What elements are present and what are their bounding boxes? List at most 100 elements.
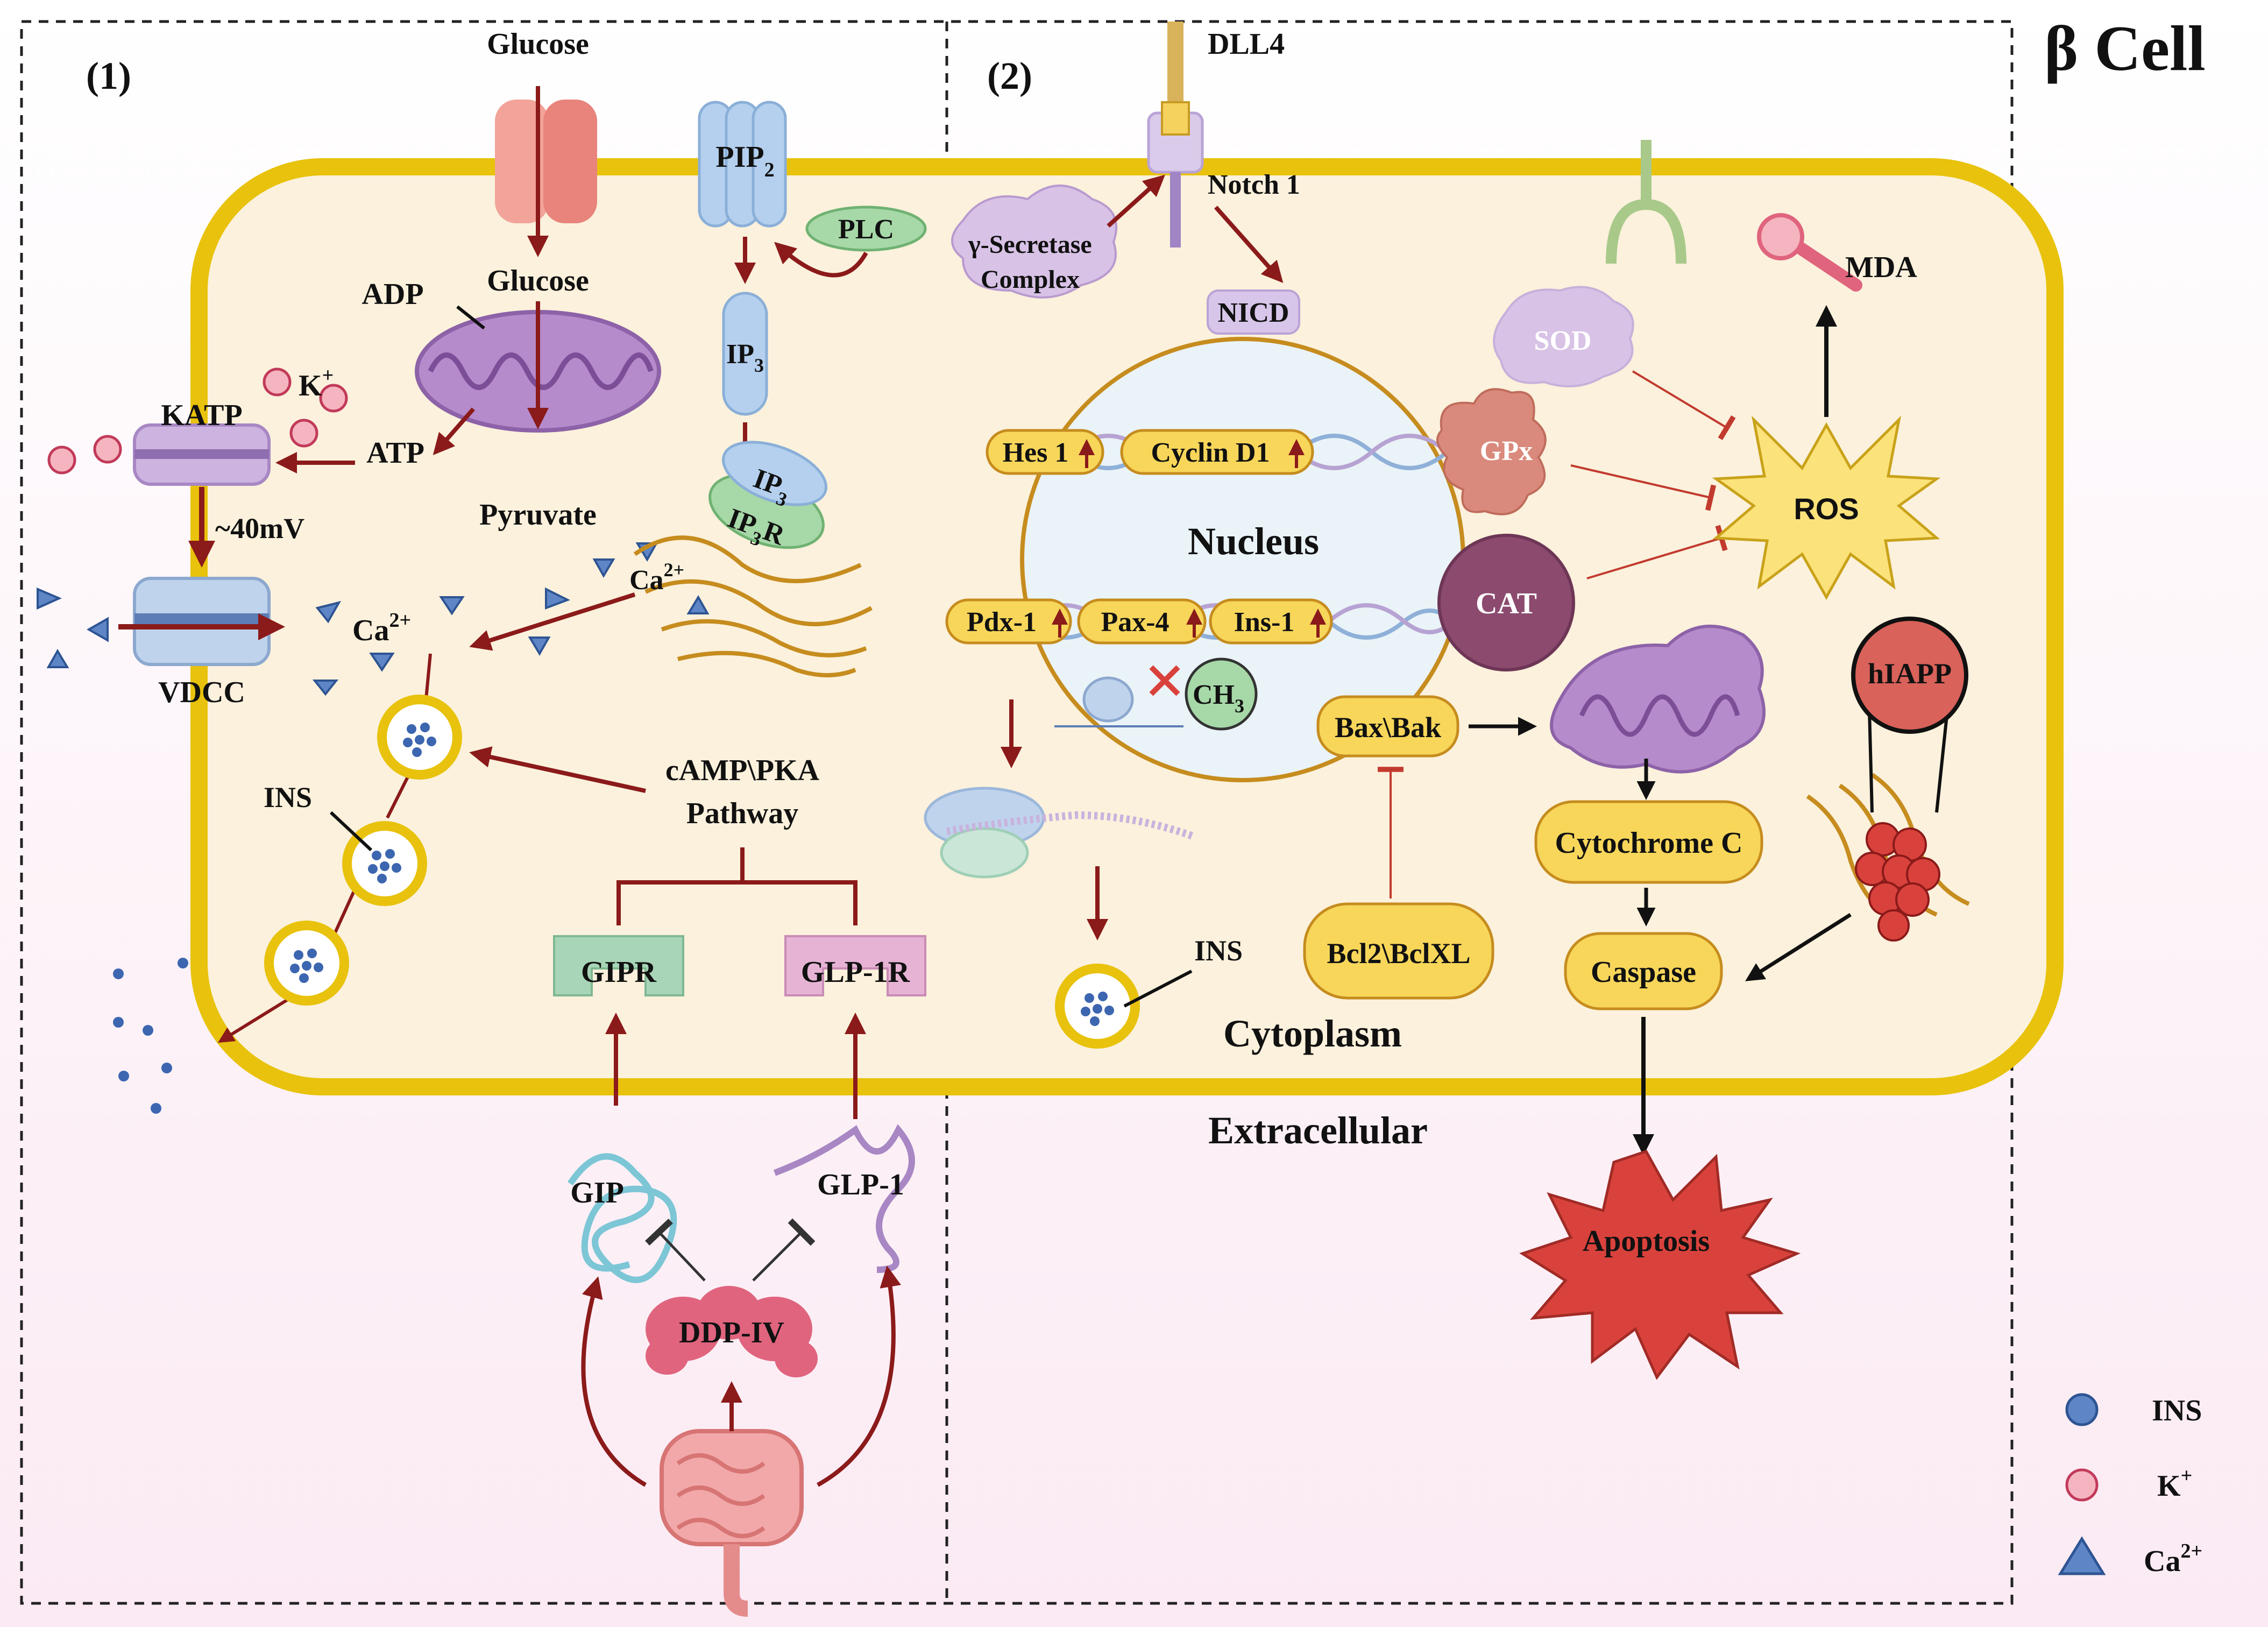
adp-label: ADP	[362, 278, 423, 311]
gipr-label: GIPR	[581, 956, 657, 989]
atp-label: ATP	[366, 436, 424, 470]
legend-ca-label: Ca2+	[2144, 1540, 2202, 1578]
ins-pointer	[329, 811, 373, 852]
svg-text:Ins-1: Ins-1	[1234, 607, 1295, 638]
hiapp-zoom-circle	[1851, 617, 1968, 734]
secretase-label-line2: Complex	[981, 265, 1080, 294]
mito-to-atp-arrow	[433, 407, 476, 456]
ins-label: INS	[264, 781, 312, 814]
sod-inhibits-ros	[1632, 370, 1736, 441]
gene-ins1: Ins-1	[1209, 598, 1333, 645]
gip-peptide-icon	[568, 1153, 677, 1283]
sod-enzyme-icon	[1493, 286, 1634, 387]
nucleosome-icon	[1054, 676, 1183, 727]
bcl-label: Bcl2\BclXL	[1327, 937, 1471, 970]
dppiv-inhibits-glp1	[752, 1218, 816, 1282]
caspase-label: Caspase	[1591, 956, 1696, 989]
mda-molecule-icon	[1757, 213, 1862, 292]
gene-pax4: Pax-4	[1077, 598, 1207, 645]
pip2-receptor	[698, 101, 787, 228]
gpx-enzyme-icon	[1436, 388, 1547, 515]
gipr-receptor	[553, 935, 684, 996]
glp1r-receptor	[784, 935, 926, 996]
sod-label: SOD	[1534, 326, 1592, 356]
hiapp-to-caspase-arrow	[1745, 913, 1852, 981]
plc-to-pip2-arrow	[774, 242, 868, 278]
baxbak-box	[1316, 695, 1459, 758]
baxbak-label: Bax\Bak	[1335, 711, 1441, 744]
extracellular-label: Extracellular	[1208, 1109, 1428, 1152]
secretase-label-line1: γ-Secretase	[968, 230, 1092, 259]
panel-label-left: (1)	[86, 54, 131, 97]
gamma-secretase-icon	[951, 185, 1117, 299]
apoptosis-label: Apoptosis	[1583, 1225, 1710, 1258]
figure-title: β Cell	[2044, 12, 2206, 84]
vdcc-channel	[133, 577, 271, 666]
methyl-group	[1185, 657, 1258, 731]
apoptosis-burst-icon	[1519, 1149, 1801, 1380]
ros-label: ROS	[1794, 492, 1859, 526]
gene-cyclin-d1: Cyclin D1	[1120, 429, 1314, 475]
potassium-label: K+	[299, 364, 334, 402]
glucose-transporter	[495, 86, 597, 257]
intestine-to-glp1-arrow	[817, 1265, 901, 1487]
glp1-peptide-icon	[773, 1124, 915, 1273]
legend-ins-symbol	[2065, 1393, 2099, 1426]
pip2-label: PIP2	[715, 140, 774, 181]
potassium-ions	[47, 367, 348, 475]
svg-text:Hes 1: Hes 1	[1003, 437, 1069, 468]
ins-pointer-panel2	[1123, 970, 1193, 1008]
katp-label: KATP	[161, 399, 242, 432]
insulin-vesicle	[264, 921, 349, 1006]
plc-label: PLC	[838, 214, 894, 245]
gene-hes1: Hes 1	[986, 429, 1104, 475]
camp-to-vesicle-arrow	[469, 746, 646, 793]
inhibition-cross-icon	[1149, 665, 1180, 696]
endoplasmic-reticulum-icon	[633, 535, 873, 677]
legend-k-symbol	[2065, 1468, 2099, 1502]
released-insulin	[113, 958, 188, 1114]
ip3-bound	[721, 441, 828, 506]
glp1r-label: GLP-1R	[801, 956, 910, 989]
cat-inhibits-ros	[1586, 525, 1728, 579]
glp1-label: GLP-1	[817, 1168, 904, 1201]
camp-pka-label-line1: cAMP\PKA	[665, 754, 820, 787]
cytochrome-c-box	[1534, 800, 1763, 884]
legend-ca-symbol	[2058, 1536, 2106, 1575]
dppiv-label: DDP-IV	[679, 1316, 784, 1349]
notch1-receptor	[1147, 22, 1204, 247]
vdcc-label: VDCC	[158, 676, 245, 709]
cat-label: CAT	[1476, 587, 1537, 620]
gpx-inhibits-ros	[1570, 464, 1717, 511]
dppiv-enzyme-icon	[646, 1286, 818, 1377]
nucleus-label: Nucleus	[1188, 520, 1319, 563]
cat-enzyme-icon	[1437, 534, 1575, 671]
svg-text:Pdx-1: Pdx-1	[967, 607, 1037, 638]
hiapp-label: hIAPP	[1868, 657, 1952, 690]
svg-text:Cyclin D1: Cyclin D1	[1151, 437, 1270, 468]
vesicle-path	[221, 653, 432, 1041]
legend: INS K+ Ca2+	[2058, 1393, 2202, 1578]
ch3-label: CH3	[1193, 680, 1244, 717]
legend-ins-label: INS	[2152, 1394, 2202, 1427]
svg-text:Pax-4: Pax-4	[1101, 607, 1169, 638]
cytoplasm-label: Cytoplasm	[1223, 1012, 1402, 1055]
insulin-vesicle	[377, 695, 462, 780]
er-calcium-label: Ca2+	[629, 559, 684, 596]
glucose-inside-label: Glucose	[487, 264, 589, 298]
intestine-icon	[660, 1429, 804, 1617]
damaged-mitochondrion-icon	[1550, 625, 1766, 774]
dll4-label: DLL4	[1208, 27, 1285, 61]
nicd-label: NICD	[1218, 298, 1289, 328]
plc-enzyme	[805, 206, 927, 252]
legend-k-label: K+	[2157, 1465, 2192, 1503]
ros-star-icon	[1712, 415, 1941, 600]
er-ca-release-arrow	[469, 592, 636, 651]
nicd-box	[1207, 289, 1300, 335]
katp-channel	[133, 423, 271, 486]
dppiv-inhibits-gip	[645, 1219, 706, 1282]
pyruvate-label: Pyruvate	[479, 498, 597, 532]
receptor-bracket	[616, 847, 857, 925]
bcl-box	[1303, 902, 1494, 1000]
